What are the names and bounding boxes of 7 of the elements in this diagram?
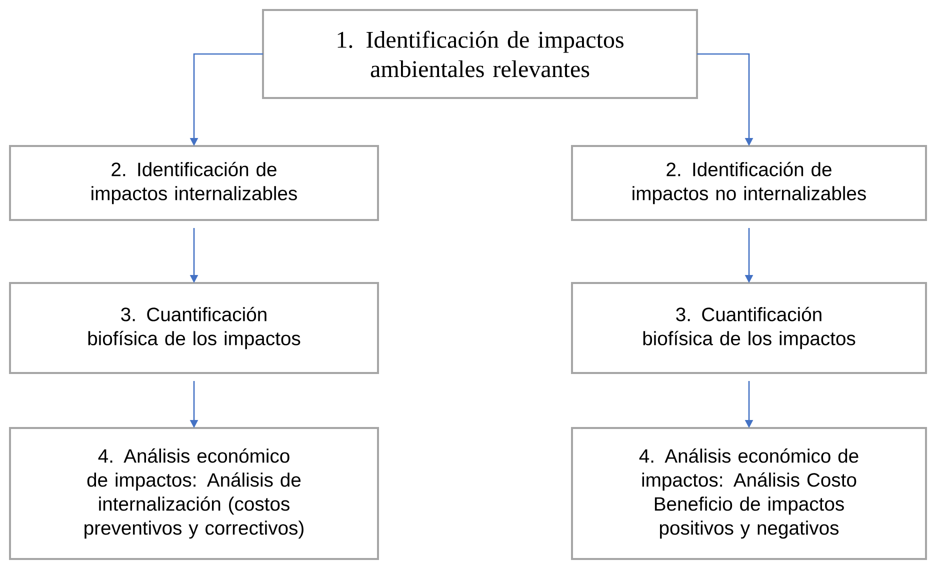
process-box: 3. Cuantificación biofísica de los impactos	[571, 282, 927, 374]
process-box: 3. Cuantificación biofísica de los impactos	[9, 282, 379, 374]
process-box: 4. Análisis económico de impactos: Análisis de internalización (costos preventivos y correctivos)	[9, 427, 379, 560]
process-box: 2. Identificación de impactos no internalizables	[571, 145, 927, 221]
process-box: 1. Identificación de impactos ambientales relevantes	[262, 9, 698, 99]
process-box: 2. Identificación de impactos internalizables	[9, 145, 379, 221]
process-box: 4. Análisis económico de impactos: Análisis Costo Beneficio de impactos positivos y negativos	[571, 427, 927, 560]
